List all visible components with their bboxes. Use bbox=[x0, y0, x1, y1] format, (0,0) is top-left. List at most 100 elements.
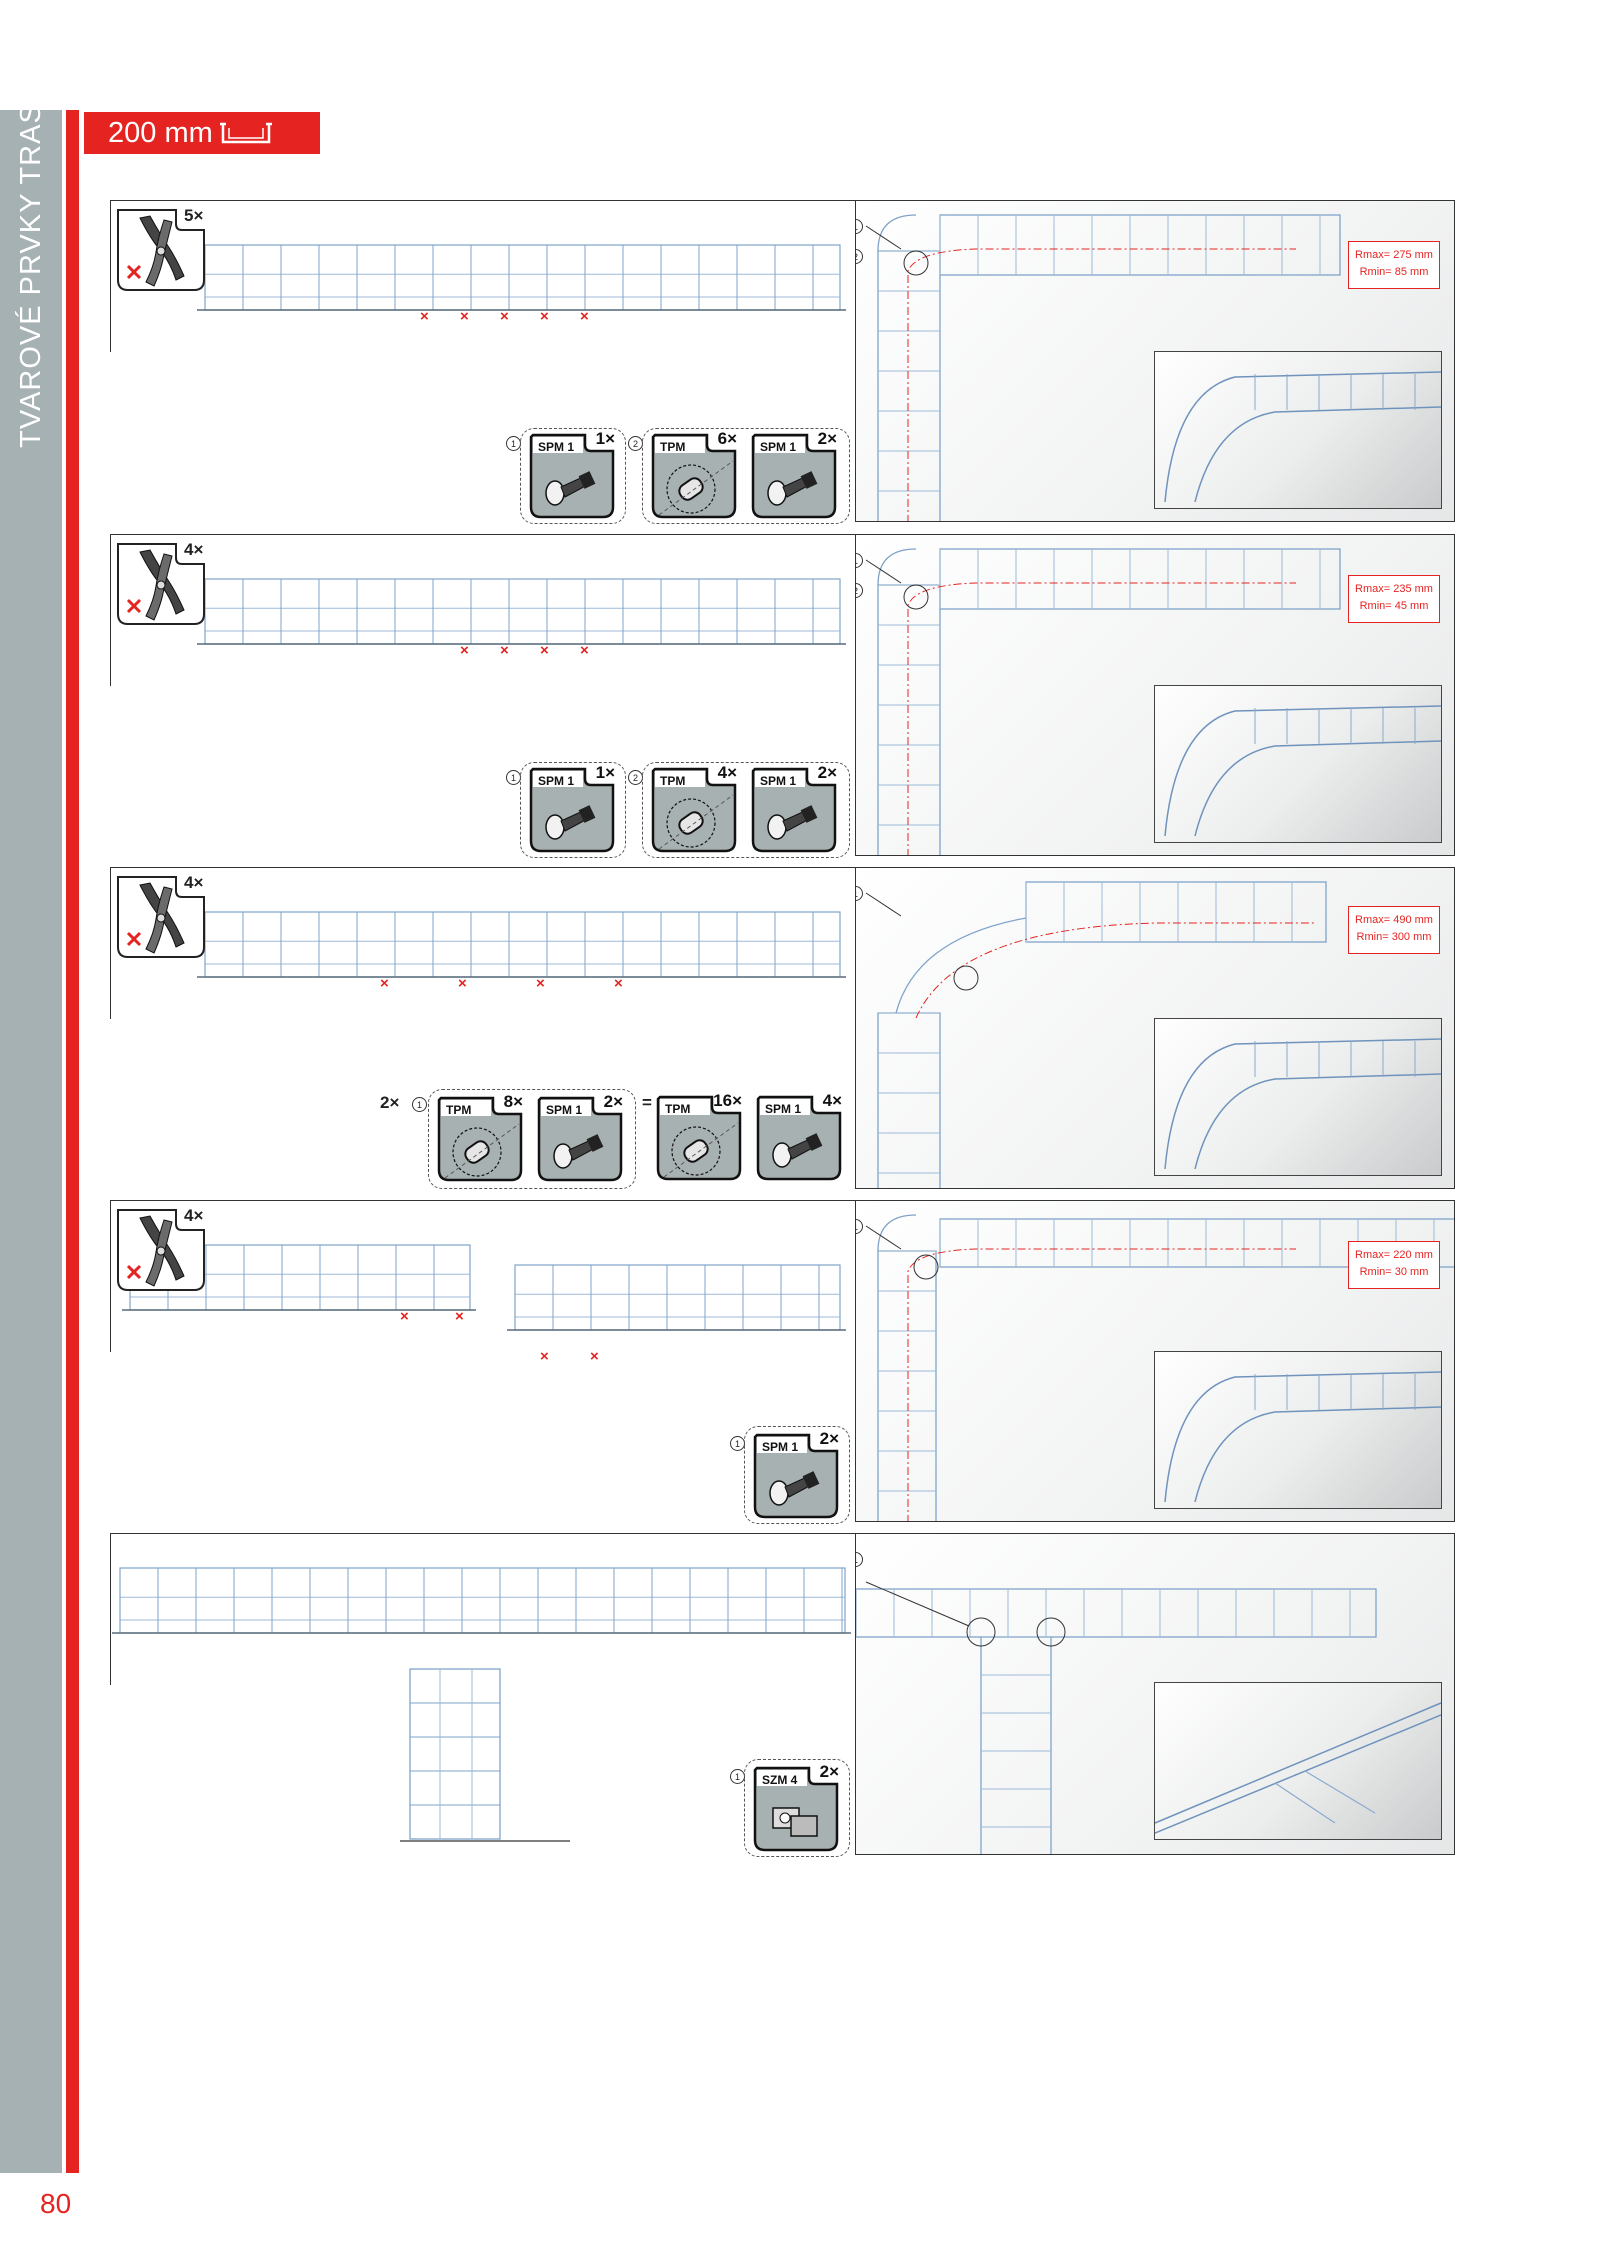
cable-tray-mesh bbox=[197, 578, 846, 645]
panel-left-line bbox=[110, 1200, 111, 1352]
radius-max: Rmax= 275 mm bbox=[1355, 249, 1433, 261]
callout-number: 2 bbox=[628, 436, 643, 451]
part-card-bg bbox=[751, 767, 837, 853]
photo-render bbox=[1155, 1702, 1441, 1834]
photo-render bbox=[1164, 371, 1441, 503]
part-qty: 2× bbox=[817, 429, 837, 448]
part-card-bg bbox=[537, 1096, 623, 1182]
part-qty: 2× bbox=[819, 1762, 839, 1781]
installation-photo bbox=[1154, 351, 1442, 509]
panel-top-line bbox=[110, 1533, 855, 1534]
cut-mark: × bbox=[580, 308, 589, 325]
part-qty: 6× bbox=[717, 429, 737, 448]
cable-tray-mesh bbox=[197, 911, 846, 978]
tool-badge: 4× bbox=[116, 873, 206, 959]
cut-mark: × bbox=[460, 642, 469, 659]
diagram-panel: 1 bbox=[855, 1533, 1455, 1855]
part-qty: 16× bbox=[713, 1091, 742, 1110]
tray-bend-diagram bbox=[856, 1581, 1377, 1854]
vertical-tray-grid bbox=[400, 1668, 570, 1842]
tray-layout-lines bbox=[856, 1581, 1377, 1854]
tray-layout-lines bbox=[865, 881, 1327, 1188]
part-label: SPM 1 bbox=[538, 440, 575, 454]
part-card-bg bbox=[753, 1433, 839, 1519]
red-rule bbox=[66, 110, 79, 2173]
cable-tray-profile-icon bbox=[219, 122, 272, 144]
tool-count: 5× bbox=[184, 206, 204, 225]
cut-mark: × bbox=[540, 308, 549, 325]
part-card-bg bbox=[656, 1095, 742, 1181]
part-label: SPM 1 bbox=[546, 1103, 583, 1117]
radius-max: Rmax= 235 mm bbox=[1355, 583, 1433, 595]
callout-number: 1 bbox=[730, 1436, 745, 1451]
cut-mark: × bbox=[590, 1348, 599, 1365]
panel-top-line bbox=[110, 200, 855, 201]
bolt-icon bbox=[553, 1134, 604, 1169]
part-label: TPM bbox=[665, 1102, 691, 1116]
part-card-bg bbox=[437, 1096, 523, 1182]
tool-count: 4× bbox=[184, 873, 204, 892]
wire-cutter-icon bbox=[117, 876, 205, 958]
cable-tray-mesh bbox=[197, 244, 846, 311]
tray-bend-diagram bbox=[865, 214, 1341, 521]
bolt-icon bbox=[545, 805, 596, 840]
part-card-bg bbox=[756, 1095, 842, 1181]
radius-min: Rmin= 85 mm bbox=[1359, 266, 1429, 278]
part-label: SPM 1 bbox=[760, 774, 797, 788]
panel-top-line bbox=[110, 1200, 855, 1201]
photo-tray-sketch bbox=[1155, 1702, 1441, 1834]
cut-mark: × bbox=[380, 975, 389, 992]
equals-sign: = bbox=[642, 1093, 652, 1112]
cut-mark: × bbox=[500, 642, 509, 659]
photo-render bbox=[1164, 705, 1441, 837]
tray-layout-lines bbox=[865, 548, 1341, 855]
connector-plate-icon bbox=[658, 794, 734, 850]
tool-count: 4× bbox=[184, 1206, 204, 1225]
cut-mark: × bbox=[614, 975, 623, 992]
header-tab: 200 mm bbox=[84, 112, 320, 154]
cross-mark-icon bbox=[126, 264, 142, 280]
connector-plate-icon bbox=[444, 1123, 520, 1179]
panel-top-line bbox=[110, 867, 855, 868]
tool-badge: 5× bbox=[116, 206, 206, 292]
connector-plate-icon bbox=[663, 1122, 739, 1178]
callout-number: 1 bbox=[506, 770, 521, 785]
cable-tray-strip bbox=[112, 1567, 851, 1634]
part-card-bg bbox=[529, 433, 615, 519]
panel-left-line bbox=[110, 200, 111, 352]
photo-render bbox=[1164, 1371, 1441, 1503]
cross-mark-icon bbox=[126, 1264, 142, 1280]
radius-min: Rmin= 300 mm bbox=[1356, 931, 1432, 943]
bolt-icon bbox=[545, 471, 596, 506]
photo-render bbox=[1164, 1038, 1441, 1170]
cut-mark: × bbox=[400, 1308, 409, 1325]
radius-box: Rmax= 275 mm Rmin= 85 mm bbox=[1348, 241, 1440, 289]
photo-tray-sketch bbox=[1164, 371, 1441, 503]
tray-bend-diagram bbox=[865, 1214, 1454, 1521]
clamp-icon bbox=[772, 1807, 818, 1837]
bolt-icon bbox=[767, 471, 818, 506]
cable-tray-mesh bbox=[507, 1264, 846, 1331]
cable-tray-strip bbox=[197, 244, 846, 311]
radius-min: Rmin= 30 mm bbox=[1359, 1266, 1429, 1278]
radius-min: Rmin= 45 mm bbox=[1359, 600, 1429, 612]
bolt-icon bbox=[767, 805, 818, 840]
cross-mark-icon bbox=[126, 931, 142, 947]
cable-tray-strip bbox=[197, 578, 846, 645]
